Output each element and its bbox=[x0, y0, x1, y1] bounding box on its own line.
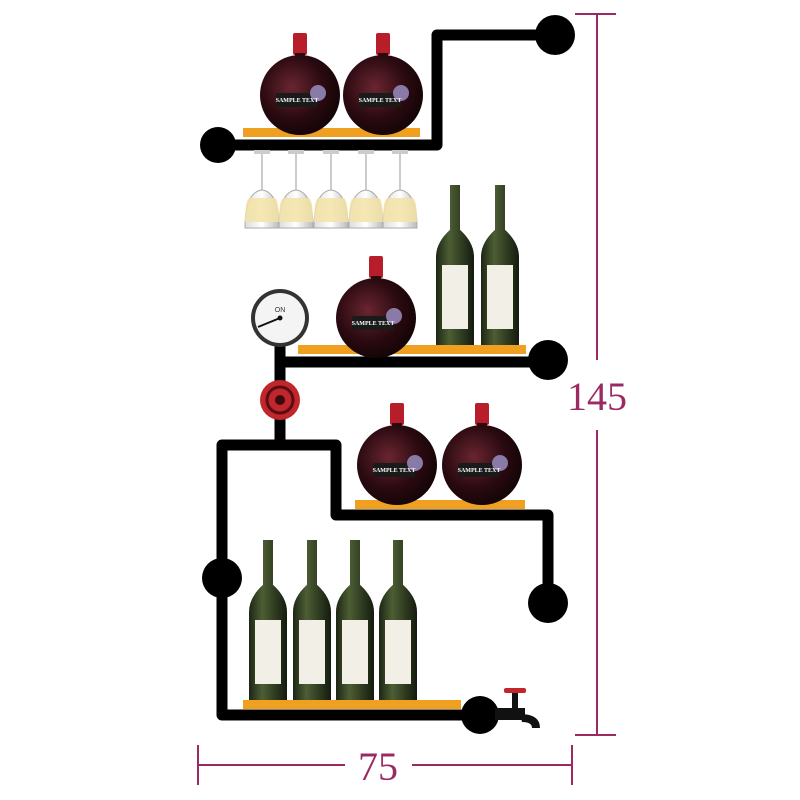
wine-glass bbox=[278, 150, 314, 229]
green-wine-bottle bbox=[293, 540, 331, 700]
bottle-label: SAMPLE TEXT bbox=[359, 98, 402, 104]
wine-glass bbox=[244, 150, 280, 229]
green-wine-bottle bbox=[481, 185, 519, 345]
gauge-text: ON bbox=[275, 307, 286, 314]
width-label: 75 bbox=[358, 744, 398, 789]
faucet-icon bbox=[495, 688, 540, 728]
valve-wheel bbox=[260, 380, 300, 420]
round-wine-bottle: SAMPLE TEXT bbox=[357, 403, 437, 505]
bottles: SAMPLE TEXT SAMPLE TEXT SAMPLE TEXT SAMPLE … bbox=[249, 33, 522, 700]
shelves bbox=[243, 128, 526, 709]
pipe-caps bbox=[200, 15, 575, 734]
green-wine-bottle bbox=[336, 540, 374, 700]
wine-glass bbox=[313, 150, 349, 229]
bottle-label: SAMPLE TEXT bbox=[373, 468, 416, 474]
pressure-gauge: ON bbox=[251, 289, 309, 347]
wine-glass bbox=[348, 150, 384, 229]
shelf-lower bbox=[355, 500, 525, 509]
wine-glass bbox=[382, 150, 418, 229]
green-wine-bottle bbox=[379, 540, 417, 700]
round-wine-bottle: SAMPLE TEXT bbox=[336, 256, 416, 358]
round-wine-bottle: SAMPLE TEXT bbox=[343, 33, 423, 135]
height-label: 145 bbox=[567, 374, 627, 419]
dimension-height bbox=[575, 13, 616, 736]
bottle-label: SAMPLE TEXT bbox=[458, 468, 501, 474]
dimension-width bbox=[197, 745, 573, 785]
bottle-label: SAMPLE TEXT bbox=[352, 321, 395, 327]
shelf-middle bbox=[298, 345, 526, 354]
wine-glasses bbox=[244, 150, 418, 229]
shelf-top bbox=[243, 128, 420, 137]
shelf-bottom bbox=[243, 700, 461, 709]
round-wine-bottle: SAMPLE TEXT bbox=[442, 403, 522, 505]
green-wine-bottle bbox=[249, 540, 287, 700]
green-wine-bottle bbox=[436, 185, 474, 345]
bottle-label: SAMPLE TEXT bbox=[276, 98, 319, 104]
round-wine-bottle: SAMPLE TEXT bbox=[260, 33, 340, 135]
